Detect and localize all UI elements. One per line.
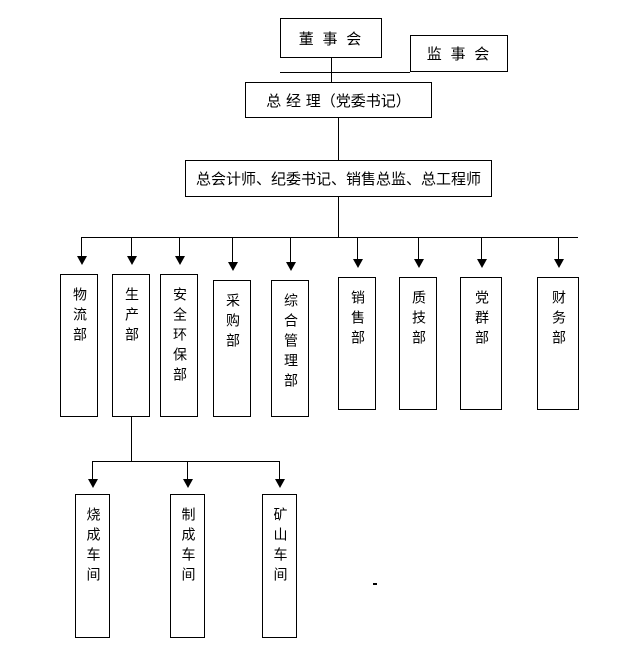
connector-board-to-general-manager	[331, 58, 332, 82]
department-node-label: 质技部	[410, 290, 426, 350]
workshop-node-2[interactable]: 制成车间	[170, 494, 205, 638]
department-node-5[interactable]: 综合管理部	[271, 280, 309, 417]
connector-production-to-workshops	[131, 417, 132, 461]
workshop-node-drop-line-3	[279, 461, 280, 479]
department-node-drop-line-6	[357, 237, 358, 259]
department-node-drop-line-2	[131, 237, 132, 256]
department-node-arrow-3	[175, 256, 185, 265]
department-node-label: 党群部	[473, 290, 489, 350]
department-node-label: 物流部	[71, 287, 87, 347]
workshop-node-3[interactable]: 矿山车间	[262, 494, 297, 638]
department-node-drop-line-1	[81, 237, 82, 256]
department-node-label: 生产部	[123, 287, 139, 347]
connector-general-manager-to-officers	[338, 118, 339, 160]
department-node-label: 综合管理部	[282, 293, 298, 393]
department-node-4[interactable]: 采购部	[213, 280, 251, 417]
department-node-drop-line-9	[558, 237, 559, 259]
workshop-node-label: 烧成车间	[84, 507, 101, 587]
department-node-8[interactable]: 党群部	[460, 277, 502, 410]
department-node-arrow-7	[414, 259, 424, 268]
workshop-node-drop-line-1	[92, 461, 93, 479]
connector-board-to-supervisors	[280, 72, 410, 73]
department-node-arrow-2	[127, 256, 137, 265]
stray-mark	[373, 583, 377, 585]
department-node-label: 销售部	[349, 290, 365, 350]
department-node-label: 安全环保部	[171, 287, 187, 387]
workshop-node-label: 制成车间	[179, 507, 196, 587]
department-node-label: 采购部	[224, 293, 240, 353]
workshop-node-drop-line-2	[187, 461, 188, 479]
department-node-3[interactable]: 安全环保部	[160, 274, 198, 417]
connector-officers-to-department-bus	[338, 197, 339, 237]
node-board-of-directors[interactable]: 董 事 会	[280, 18, 382, 58]
department-node-arrow-5	[286, 262, 296, 271]
department-node-1[interactable]: 物流部	[60, 274, 98, 417]
department-node-6[interactable]: 销售部	[338, 277, 376, 410]
node-senior-officers[interactable]: 总会计师、纪委书记、销售总监、总工程师	[185, 160, 492, 197]
department-node-arrow-1	[77, 256, 87, 265]
department-node-drop-line-4	[232, 237, 233, 262]
department-bus-line	[81, 237, 578, 238]
department-node-arrow-8	[477, 259, 487, 268]
node-board-of-supervisors[interactable]: 监 事 会	[410, 35, 508, 72]
department-node-9[interactable]: 财务部	[537, 277, 579, 410]
department-node-7[interactable]: 质技部	[399, 277, 437, 410]
department-node-arrow-6	[353, 259, 363, 268]
department-node-2[interactable]: 生产部	[112, 274, 150, 417]
department-node-drop-line-7	[418, 237, 419, 259]
department-node-drop-line-8	[481, 237, 482, 259]
node-general-manager[interactable]: 总 经 理（党委书记）	[245, 82, 432, 118]
workshop-node-arrow-2	[183, 479, 193, 488]
department-node-arrow-9	[554, 259, 564, 268]
workshop-node-label: 矿山车间	[271, 507, 288, 587]
workshop-node-arrow-1	[88, 479, 98, 488]
department-node-drop-line-5	[290, 237, 291, 262]
workshop-bus-line	[92, 461, 280, 462]
workshop-node-1[interactable]: 烧成车间	[75, 494, 110, 638]
department-node-drop-line-3	[179, 237, 180, 256]
department-node-arrow-4	[228, 262, 238, 271]
workshop-node-arrow-3	[275, 479, 285, 488]
department-node-label: 财务部	[550, 290, 566, 350]
